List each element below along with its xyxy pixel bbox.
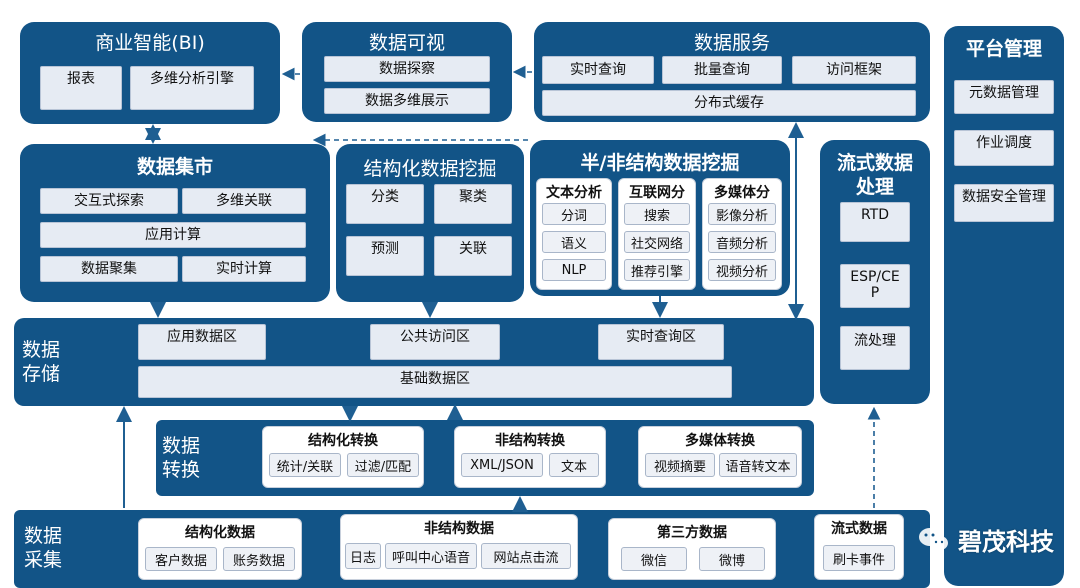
mart-block: 数据集市 交互式探索 多维关联 应用计算 数据聚集 实时计算 [20,144,330,302]
bi-title: 商业智能(BI) [95,32,205,54]
semimine-group-text: 文本分析 分词 语义 NLP [536,178,612,290]
stream-title-line2: 处理 [855,176,894,198]
convert-group-media: 多媒体转换 视频摘要 语音转文本 [638,426,802,488]
convert-chip-xml-json: XML/JSON [461,453,543,477]
convert-chip-filter: 过滤/匹配 [347,453,419,477]
collect-group-thirdparty: 第三方数据 微信 微博 [608,518,776,580]
semimine-group-media: 多媒体分 影像分析 音频分析 视频分析 [702,178,782,290]
structmine-item-predict: 预测 [346,236,424,276]
wechat-logo-icon [919,527,948,550]
watermark-text: 碧茂科技 [958,528,1054,556]
collect-chip-log: 日志 [345,543,381,569]
collect-block: 数据 采集 结构化数据 客户数据 账务数据 非结构数据 日志 呼叫中心语音 网站… [14,510,930,588]
stream-block: 流式数据 处理 RTD ESP/CE P 流处理 [820,140,930,404]
semimine-group-internet: 互联网分 搜索 社交网络 推荐引擎 [618,178,696,290]
convert-chip-video-summary: 视频摘要 [645,453,715,477]
mart-title: 数据集市 [136,156,213,178]
convert-group-structured-title: 结构化转换 [308,433,378,449]
structmine-item-cluster: 聚类 [434,184,512,224]
collect-chip-weibo: 微博 [699,547,765,571]
collect-chip-clickstream: 网站点击流 [481,543,571,569]
storage-item-public-zone: 公共访问区 [370,324,500,360]
convert-group-unstructured-title: 非结构转换 [495,433,565,449]
svc-item-realtime-query: 实时查询 [542,56,654,84]
mart-item-interactive: 交互式探索 [40,188,178,214]
semimine-chip-social: 社交网络 [624,231,690,253]
collect-title-line2: 采集 [24,549,63,571]
svc-item-distributed-cache: 分布式缓存 [542,90,916,116]
semimine-group-internet-title: 互联网分 [629,185,685,201]
convert-chip-stats: 统计/关联 [269,453,341,477]
semimine-chip-semantic: 语义 [542,231,606,253]
platform-item-scheduling: 作业调度 [954,130,1054,166]
semimine-chip-segment: 分词 [542,203,606,225]
viz-item-multidim: 数据多维展示 [324,88,490,114]
bi-item-olap-engine: 多维分析引擎 [130,66,254,110]
semimine-block: 半/非结构数据挖掘 文本分析 分词 语义 NLP 互联网分 搜索 社交网络 推荐… [530,140,790,296]
structmine-item-associate: 关联 [434,236,512,276]
convert-chip-speech-to-text: 语音转文本 [719,453,797,477]
storage-block: 数据 存储 应用数据区 公共访问区 实时查询区 基础数据区 [14,318,814,406]
collect-title-line1: 数据 [24,525,63,547]
semimine-group-media-title: 多媒体分 [714,185,770,201]
platform-item-security: 数据安全管理 [954,184,1054,222]
convert-group-media-title: 多媒体转换 [685,433,755,449]
platform-title: 平台管理 [965,38,1042,60]
viz-title: 数据可视 [368,32,445,54]
svc-item-batch-query: 批量查询 [662,56,782,84]
storage-item-base-zone: 基础数据区 [138,366,732,398]
stream-item-esp-cep: ESP/CE P [840,264,910,308]
viz-block: 数据可视 数据探察 数据多维展示 [302,22,512,122]
collect-group-thirdparty-title: 第三方数据 [657,525,727,541]
collect-group-structured: 结构化数据 客户数据 账务数据 [138,518,302,580]
collect-chip-callcenter: 呼叫中心语音 [385,543,477,569]
collect-chip-wechat: 微信 [621,547,687,571]
structmine-item-classify: 分类 [346,184,424,224]
structmine-title: 结构化数据挖掘 [363,158,497,180]
mart-item-realtime-compute: 实时计算 [182,256,306,282]
convert-title-line2: 转换 [162,459,201,481]
svc-title: 数据服务 [693,32,770,54]
platform-block: 平台管理 元数据管理 作业调度 数据安全管理 [944,26,1064,586]
semimine-group-text-title: 文本分析 [546,185,602,201]
convert-title-line1: 数据 [162,435,201,457]
watermark: 碧茂科技 [918,522,1054,557]
mart-item-multidim-assoc: 多维关联 [182,188,306,214]
semimine-chip-search: 搜索 [624,203,690,225]
semimine-chip-recommend: 推荐引擎 [624,259,690,281]
semimine-chip-image: 影像分析 [708,203,776,225]
collect-group-stream-title: 流式数据 [831,521,887,537]
svc-block: 数据服务 实时查询 批量查询 访问框架 分布式缓存 [534,22,930,122]
storage-title-line2: 存储 [22,363,61,385]
mart-item-aggregate: 数据聚集 [40,256,178,282]
convert-group-unstructured: 非结构转换 XML/JSON 文本 [454,426,606,488]
viz-item-explore: 数据探察 [324,56,490,82]
stream-item-stream-process: 流处理 [840,326,910,370]
semimine-title: 半/非结构数据挖掘 [580,152,740,174]
mart-item-app-compute: 应用计算 [40,222,306,248]
semimine-chip-audio: 音频分析 [708,231,776,253]
storage-title-line1: 数据 [22,339,61,361]
semimine-chip-nlp: NLP [542,259,606,281]
convert-block: 数据 转换 结构化转换 统计/关联 过滤/匹配 非结构转换 XML/JSON 文… [156,420,814,496]
semimine-chip-video: 视频分析 [708,259,776,281]
bi-item-report: 报表 [40,66,122,110]
collect-chip-card-event: 刷卡事件 [823,545,895,571]
platform-item-metadata: 元数据管理 [954,80,1054,114]
stream-item-rtd: RTD [840,202,910,242]
convert-chip-text: 文本 [549,453,599,477]
storage-item-realtime-zone: 实时查询区 [598,324,724,360]
collect-chip-customer: 客户数据 [145,547,217,571]
collect-chip-billing: 账务数据 [223,547,295,571]
bi-block: 商业智能(BI) 报表 多维分析引擎 [20,22,280,124]
storage-item-app-zone: 应用数据区 [138,324,266,360]
collect-group-structured-title: 结构化数据 [185,525,255,541]
collect-group-stream: 流式数据 刷卡事件 [814,514,904,580]
convert-group-structured: 结构化转换 统计/关联 过滤/匹配 [262,426,424,488]
stream-title-line1: 流式数据 [836,152,913,174]
structmine-block: 结构化数据挖掘 分类 聚类 预测 关联 [336,144,524,302]
svc-item-access-framework: 访问框架 [792,56,916,84]
collect-group-unstructured: 非结构数据 日志 呼叫中心语音 网站点击流 [340,514,578,580]
collect-group-unstructured-title: 非结构数据 [424,521,494,537]
